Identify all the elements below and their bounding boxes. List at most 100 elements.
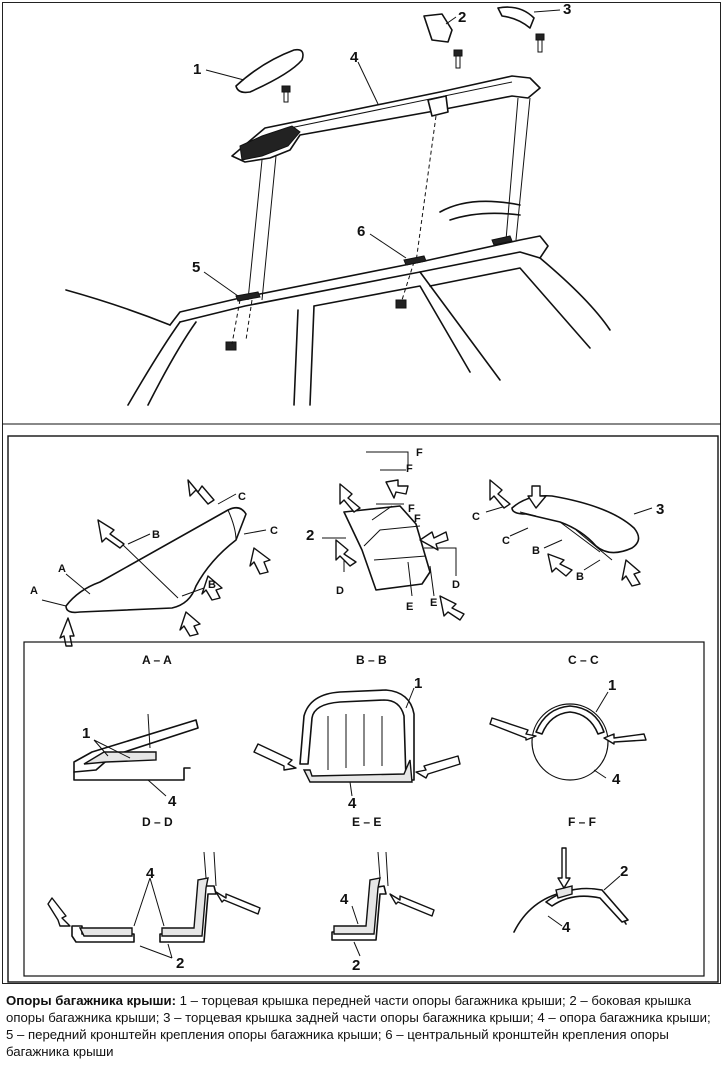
cover-3-detail [519,511,613,561]
ff-leader-4 [547,915,563,927]
roof-edge [169,235,549,326]
dd-arrow-icon [215,891,261,915]
bb-leader-4 [349,781,353,797]
callout-2b: 2 [306,527,314,544]
callout-1: 1 [193,61,201,78]
dd-wall [203,851,217,887]
guide-rear [505,97,531,241]
dd-leader-2 [139,943,173,959]
view-arrow-icon [385,479,409,499]
detail-box [7,435,719,983]
view-arrow-icon [187,479,215,505]
view-arrow-icon [335,539,357,567]
guide-center [415,115,437,263]
leader-5 [203,271,239,297]
view-arrow-icon [59,617,75,647]
door-line-2 [309,305,315,406]
front-end-cover-part-1 [235,48,304,94]
leader-6 [369,233,407,259]
ee-leader-4 [351,905,359,925]
sec-b-lead-2 [181,587,205,597]
bb-callout-1: 1 [414,675,422,692]
section-letter-f: F [416,447,423,459]
front-bracket-part-5 [235,291,261,302]
roof-far-2 [449,212,521,221]
rear-window [429,267,591,349]
section-letter-c: C [472,511,480,523]
callout-3: 3 [563,1,571,18]
rear-end-cover-part-3 [497,6,535,29]
a-pillar-inner [147,321,197,406]
cover-1-edge [227,509,237,541]
section-letter-f: F [414,513,421,525]
view-arrow-icon [201,575,223,601]
nut-icon [225,341,237,351]
leader-3 [533,9,561,13]
ee-arrow-icon [389,893,435,917]
dd-callout-4: 4 [146,865,155,882]
callout-3b: 3 [656,501,664,518]
cc-callout-1: 1 [608,677,616,694]
callout-6: 6 [357,223,365,240]
section-title-dd: D – D [142,815,173,829]
c-pillar [419,271,501,381]
aa-cover [73,719,199,773]
bb-callout-4: 4 [348,795,357,812]
ee-leader-2 [353,941,361,957]
callout-4: 4 [350,49,359,66]
section-bb-drawing: 1 4 [253,675,461,812]
section-dd-drawing: 4 2 [47,851,261,972]
cover-3-shape [511,494,640,554]
section-aa-drawing: 1 4 [73,713,199,810]
center-mount-block [427,95,449,117]
dd-arrow-icon [47,897,71,927]
dd-support-right [161,877,209,937]
section-letter-b: B [152,529,160,541]
section-letter-e: E [406,601,413,613]
bb-arrow-icon [253,743,297,771]
cc-leader-4 [593,769,607,779]
bb-cover [299,689,415,781]
sec-c-b-leads [485,505,601,571]
leader-1 [205,69,245,81]
aa-leader-4 [147,779,167,797]
cc-arrow-icon [489,717,537,741]
view-arrow-icon [489,479,511,509]
cover-1-shape [65,506,247,614]
callout-5: 5 [192,259,200,276]
hood-line [65,289,171,326]
bb-arrow-icon [415,755,461,779]
side-cover-part-2 [423,13,453,43]
aa-leader-1 [93,739,131,759]
leader-2 [445,16,457,25]
section-letter-a: A [30,585,38,597]
caption-text: 1 – торцевая крышка передней части опоры… [6,993,711,1059]
aa-line [147,713,151,749]
section-letter-e: E [430,597,437,609]
view-arrow-icon [339,483,361,513]
rear-pillar [539,257,611,331]
view-arrow-icon [527,485,547,509]
sec-a-lead [41,599,67,607]
rear-bracket [491,235,513,246]
view-arrow-icon [621,559,641,587]
section-title-aa: A – A [142,653,172,667]
ff-clip [555,885,573,899]
section-letter-d: D [452,579,460,591]
view-arrow-icon [97,519,125,549]
cc-callout-4: 4 [612,771,621,788]
bolt-shank [455,55,461,69]
ff-leader-2 [603,875,621,891]
section-letter-a: A [58,563,66,575]
nut-icon [395,299,407,309]
cover-1-section-view: A A B B C C [30,479,278,647]
cover-2-section-view: F F F F D D E E 2 [306,447,465,621]
exploded-view: 1 2 3 4 5 6 [65,1,611,406]
rear-door-window [313,285,471,373]
section-cc-drawing: 1 4 [489,677,647,788]
section-title-cc: C – C [568,653,599,667]
section-ff-drawing: 2 4 [513,847,629,936]
bolt-icon [535,33,545,41]
ff-callout-4: 4 [562,919,571,936]
a-pillar [127,321,181,406]
